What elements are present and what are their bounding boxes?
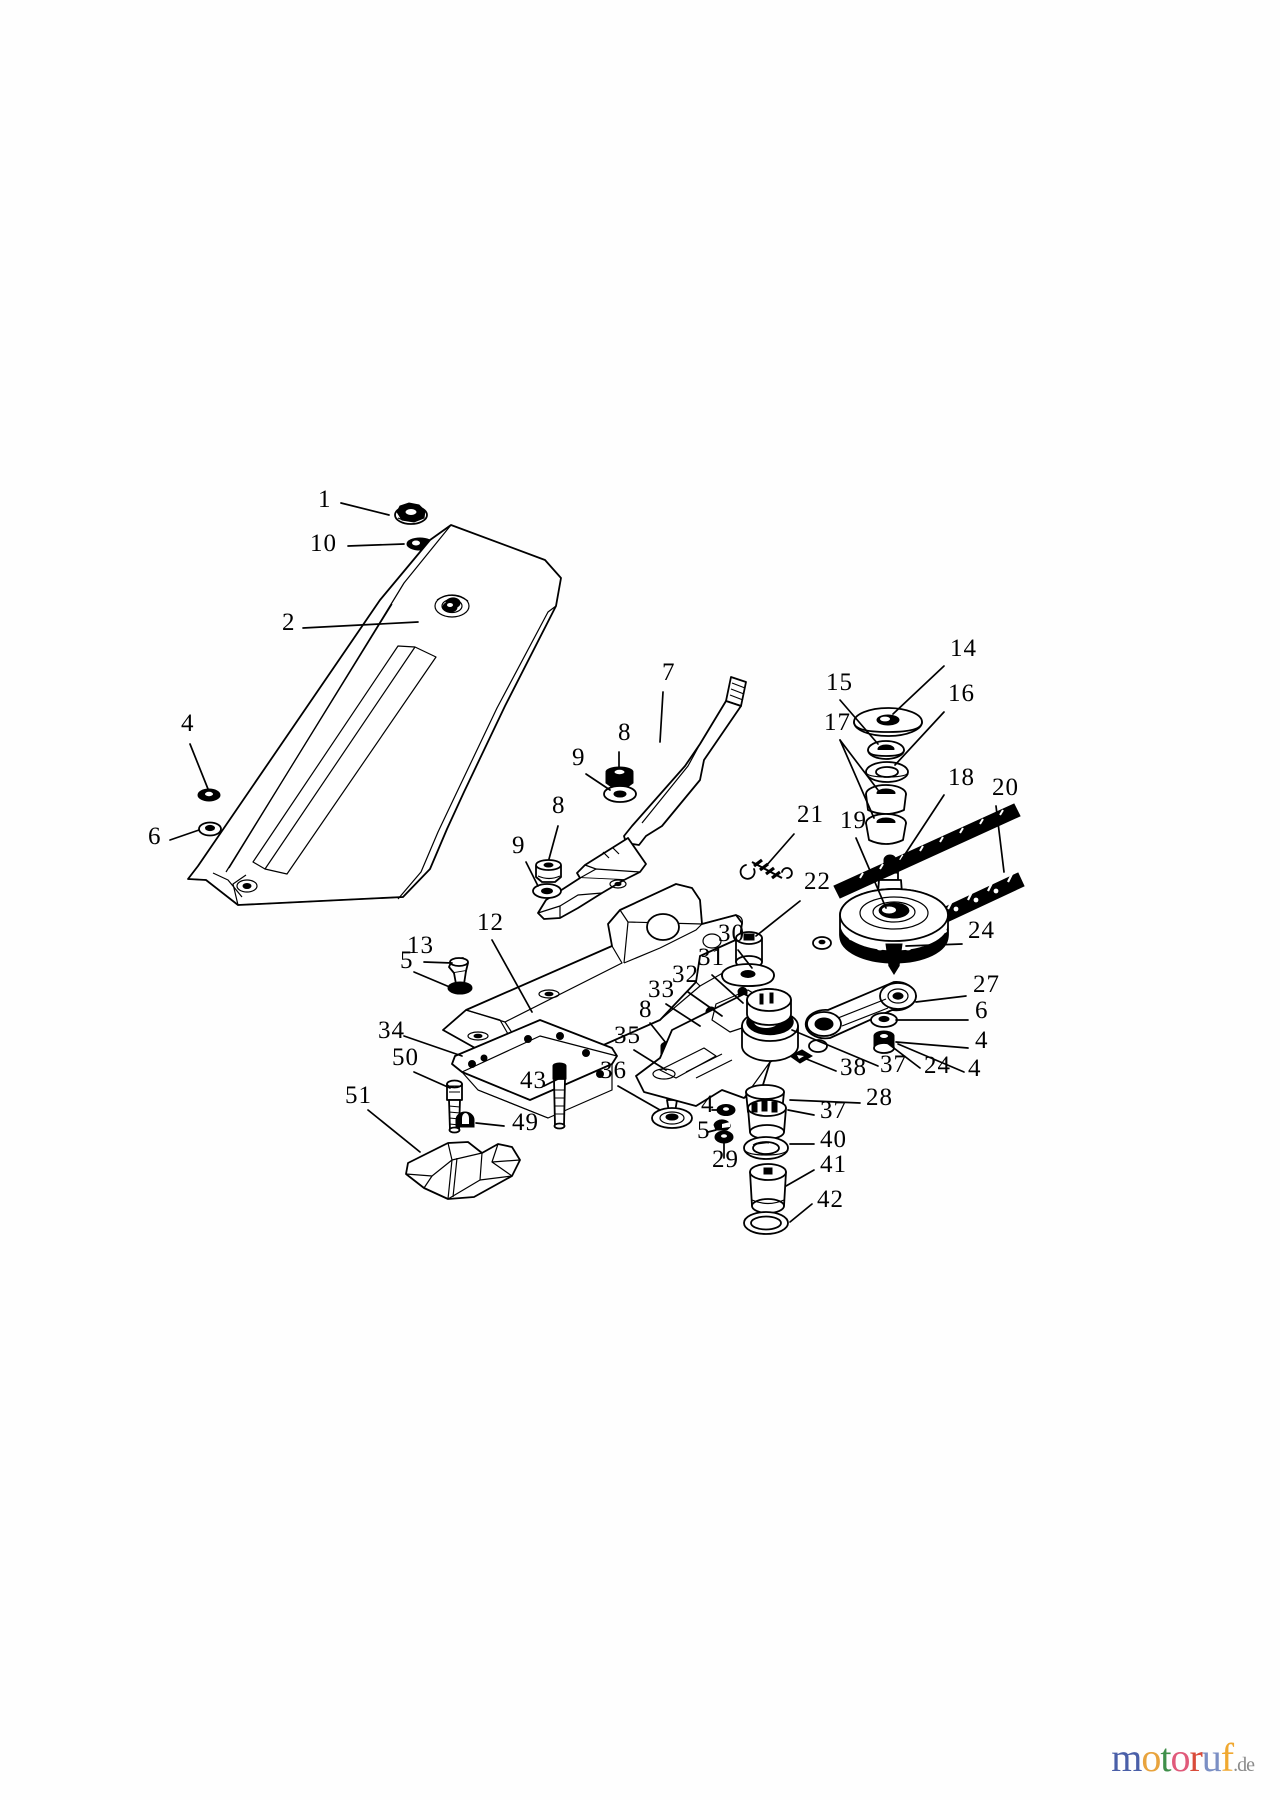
callout-number-36: 36 <box>600 1057 627 1084</box>
part-37-spacer-collar <box>747 1099 787 1140</box>
callout-number-5: 5 <box>400 947 414 974</box>
callout-number-33: 33 <box>648 976 675 1003</box>
callout-number-19: 19 <box>840 807 867 834</box>
callout-number-5: 5 <box>697 1117 711 1144</box>
watermark-letter-o2: o <box>1170 1735 1190 1780</box>
callout-number-49: 49 <box>512 1109 539 1136</box>
callout-number-13: 13 <box>407 932 434 959</box>
part-13-hex-head-bolt <box>448 957 469 985</box>
callout-number-8: 8 <box>639 996 653 1023</box>
watermark-letter-o1: o <box>1141 1735 1161 1780</box>
part-51-blade-adapter-bracket <box>405 1141 521 1200</box>
callout-number-18: 18 <box>948 764 975 791</box>
callout-number-12: 12 <box>477 909 504 936</box>
part-5-flat-washer-bottom <box>713 1119 731 1131</box>
callout-number-4: 4 <box>181 710 195 737</box>
callout-number-8: 8 <box>618 719 632 746</box>
callout-number-28: 28 <box>866 1084 893 1111</box>
part-27-idler-arm <box>804 981 917 1040</box>
part-2-discharge-chute-deflector <box>187 524 562 906</box>
callout-number-21: 21 <box>797 801 824 828</box>
part-17-bearing-cup-upper <box>865 784 907 815</box>
watermark-letter-f: f <box>1220 1735 1234 1780</box>
part-4-lock-washer-right <box>873 1030 895 1054</box>
callout-number-42: 42 <box>817 1186 844 1213</box>
part-36-pivot-bolt <box>651 1107 693 1129</box>
watermark-letter-m: m <box>1111 1735 1142 1780</box>
part-49-cap-nut <box>455 1111 475 1128</box>
part-41-bearing-sleeve <box>749 1163 787 1214</box>
part-5-flat-washer-left <box>447 981 473 995</box>
part-30-pulley-hub-washer <box>721 963 775 987</box>
callout-number-4: 4 <box>975 1027 989 1054</box>
part-21-extension-spring <box>739 858 793 880</box>
callout-number-24: 24 <box>924 1052 951 1079</box>
part-42-o-ring-seal <box>743 1211 789 1235</box>
callout-number-1: 1 <box>318 486 332 513</box>
part-17-bearing-cup-lower <box>865 813 907 845</box>
part-40-thrust-washer <box>743 1136 789 1160</box>
callout-number-32: 32 <box>672 961 699 988</box>
callout-number-7: 7 <box>662 659 676 686</box>
part-43-shoulder-screw <box>552 1062 567 1130</box>
callout-number-34: 34 <box>378 1017 405 1044</box>
callout-number-51: 51 <box>345 1082 372 1109</box>
callout-number-38: 38 <box>840 1054 867 1081</box>
callout-number-31: 31 <box>698 944 725 971</box>
callout-number-4: 4 <box>701 1091 715 1118</box>
part-7-deflector-rod-bracket <box>537 676 747 920</box>
part-8-hex-nut-upper <box>605 766 634 789</box>
callout-number-10: 10 <box>310 530 337 557</box>
callout-number-9: 9 <box>572 744 586 771</box>
part-1-hex-lock-nut <box>394 502 428 525</box>
callout-number-15: 15 <box>826 669 853 696</box>
part-4-lock-washer-left <box>197 788 221 802</box>
callout-number-40: 40 <box>820 1126 847 1153</box>
part-6-hex-nut-left <box>198 821 222 837</box>
callout-number-8: 8 <box>552 792 566 819</box>
callout-number-16: 16 <box>948 680 975 707</box>
part-24-retaining-ring-upper <box>812 936 832 950</box>
part-14-pulley-flat-washer-large <box>853 707 923 737</box>
callout-number-6: 6 <box>148 823 162 850</box>
part-34-mounting-plate <box>451 1019 618 1119</box>
part-28-spindle-housing-collar <box>635 988 799 1113</box>
part-8-hex-nut-lower <box>535 859 562 883</box>
part-38-square-key <box>789 1049 813 1064</box>
watermark-letter-u: u <box>1201 1735 1222 1780</box>
callout-number-20: 20 <box>992 774 1019 801</box>
callout-number-22: 22 <box>804 868 831 895</box>
part-9-flat-washer-upper <box>603 785 637 803</box>
callout-number-37: 37 <box>820 1097 847 1124</box>
callout-number-30: 30 <box>718 920 745 947</box>
watermark-tld: .de <box>1233 1754 1255 1776</box>
callout-number-27: 27 <box>973 971 1000 998</box>
callout-number-41: 41 <box>820 1151 847 1178</box>
watermark-letter-t: t <box>1160 1735 1171 1780</box>
callout-number-4: 4 <box>968 1055 982 1082</box>
callout-number-9: 9 <box>512 832 526 859</box>
callout-number-17: 17 <box>824 709 851 736</box>
part-6-hex-nut-right <box>870 1012 898 1028</box>
leader-lines <box>169 502 1005 1223</box>
part-15-belleville-washer <box>867 740 905 760</box>
callout-number-50: 50 <box>392 1044 419 1071</box>
callout-number-14: 14 <box>950 635 977 662</box>
callout-number-37: 37 <box>880 1051 907 1078</box>
part-29-lock-washer-small <box>714 1130 734 1144</box>
part-19-drive-pulley <box>839 888 949 975</box>
callout-number-2: 2 <box>282 609 296 636</box>
motoruf-watermark: motoruf.de <box>1111 1735 1255 1780</box>
callout-number-24: 24 <box>968 917 995 944</box>
callout-number-29: 29 <box>712 1146 739 1173</box>
watermark-letter-r: r <box>1189 1735 1202 1780</box>
part-16-spacer-washer <box>865 761 909 783</box>
callout-number-6: 6 <box>975 997 989 1024</box>
callout-number-35: 35 <box>614 1022 641 1049</box>
part-9-flat-washer-lower <box>532 883 562 899</box>
callout-number-43: 43 <box>520 1067 547 1094</box>
part-4-lock-washer-bottom <box>716 1104 736 1116</box>
